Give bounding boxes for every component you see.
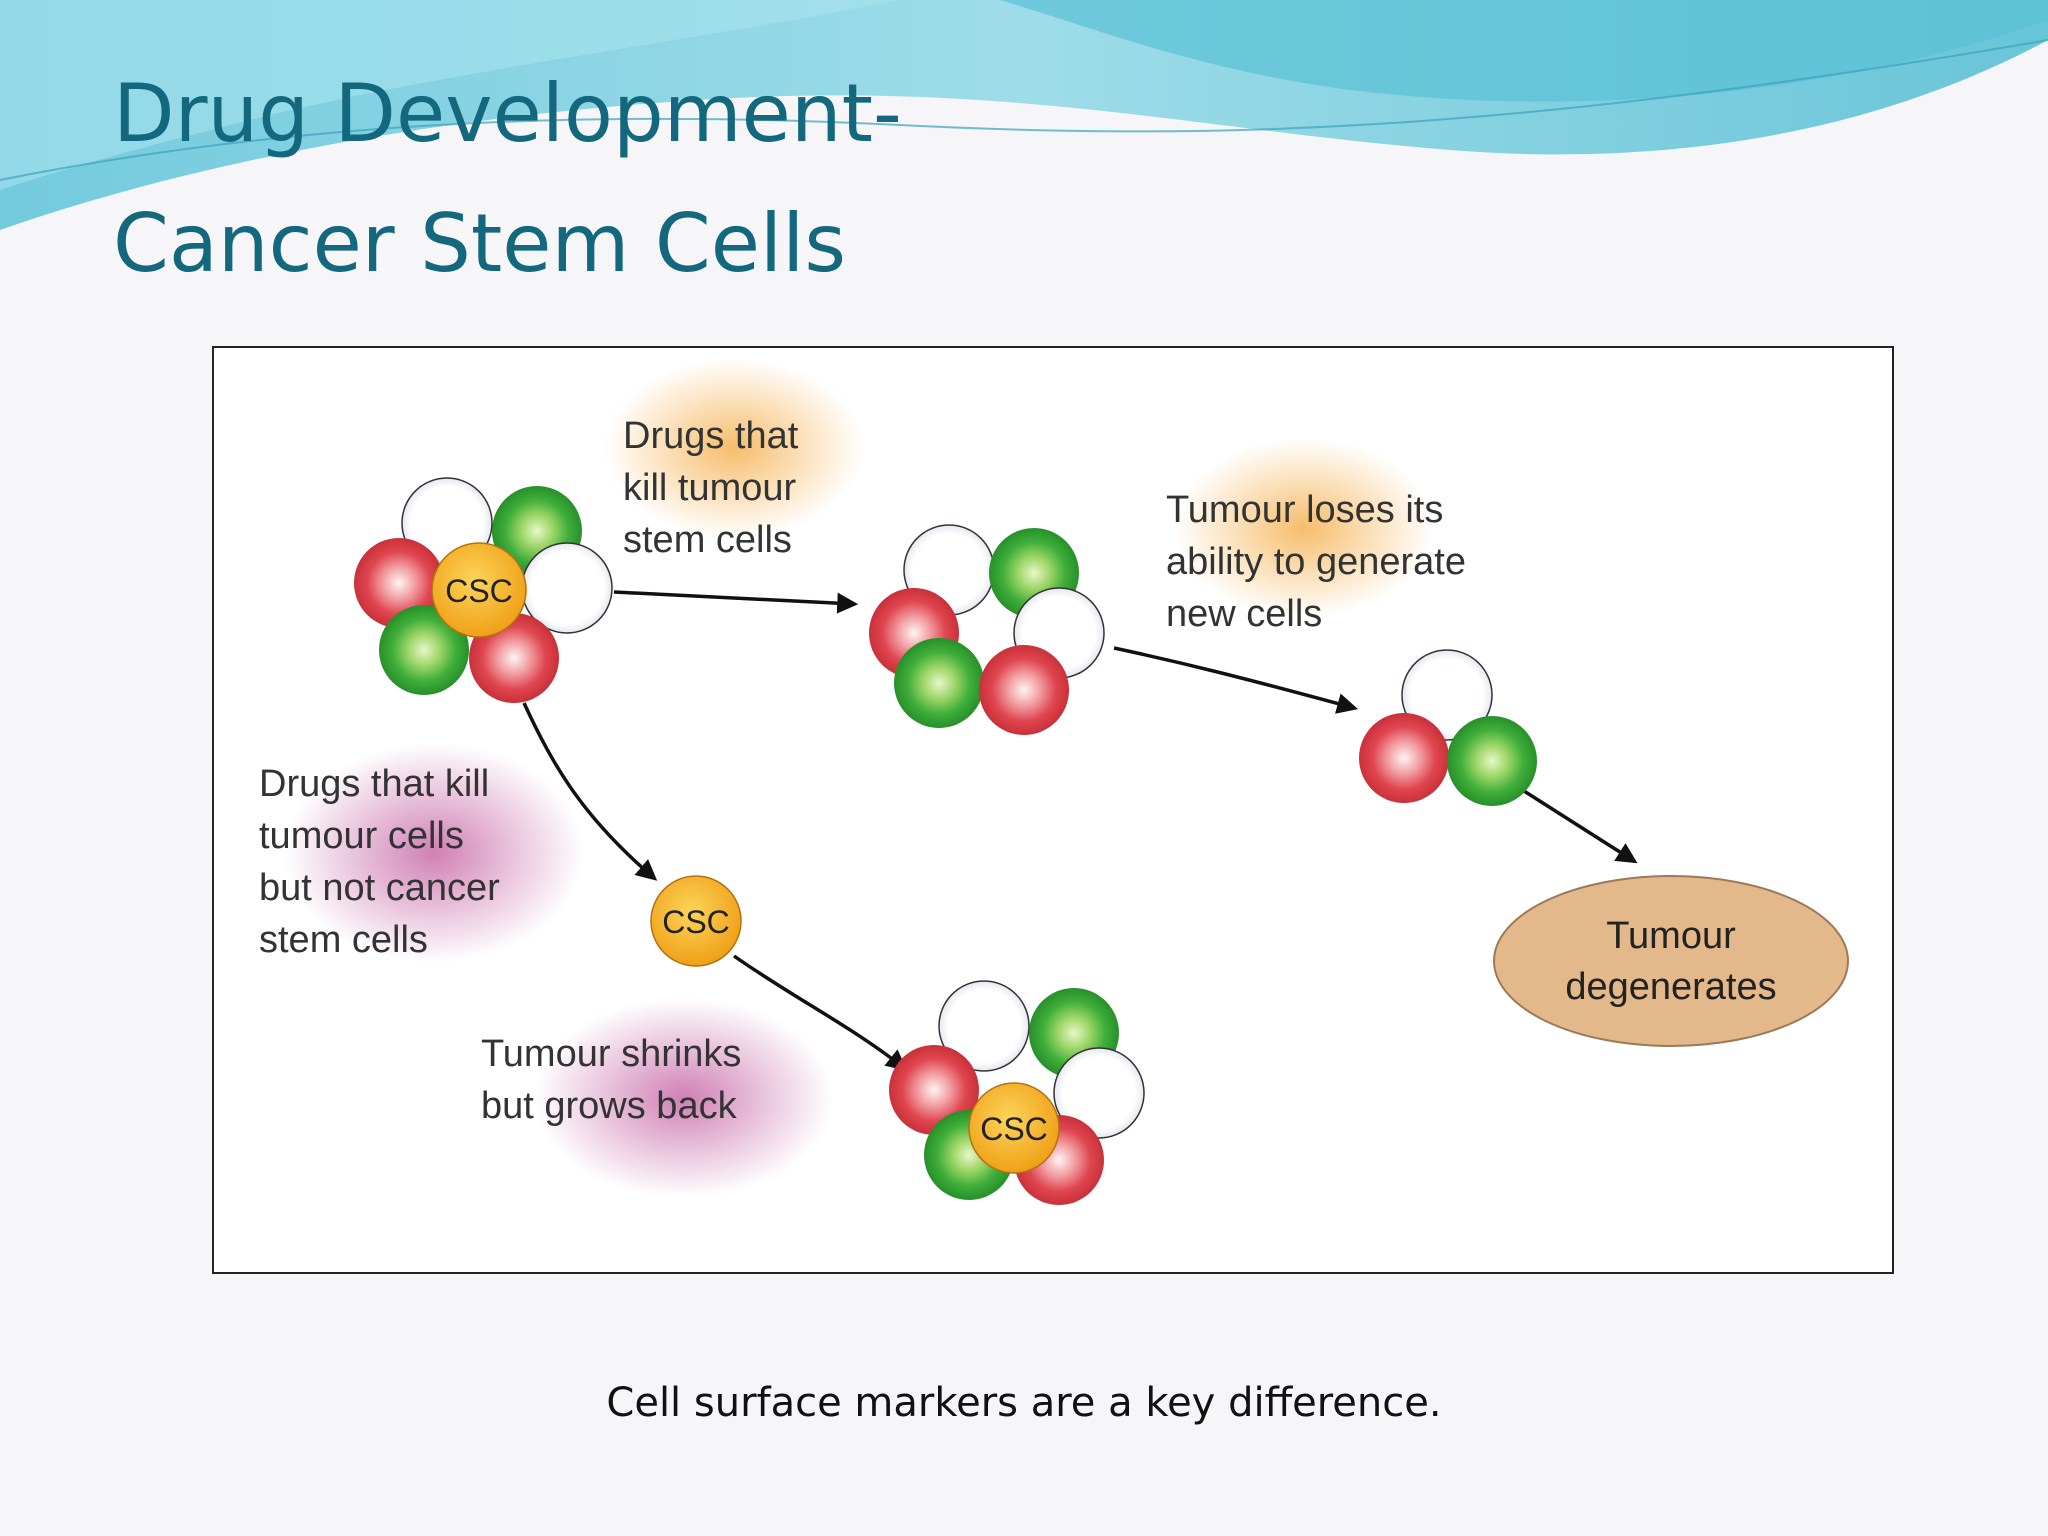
regrown-tumour-cluster: CSC [889,980,1145,1205]
slide-title-line-2: Cancer Stem Cells [113,197,847,290]
green-cell [1447,716,1537,806]
orange-glow-1 [604,358,864,538]
tumour-cluster-with-csc: CSC [354,477,613,703]
white-cell [1053,1047,1145,1139]
lone-csc: CSC [650,875,742,967]
cancer-stem-cell-diagram: CSC Tumour degenerates [212,346,1894,1274]
slide-caption: Cell surface markers are a key differenc… [606,1380,1442,1426]
red-cell [979,645,1069,735]
label-tumour-shrinks: Tumour shrinks but grows back [481,1033,742,1127]
csc-label: CSC [980,1111,1048,1147]
degenerates-line-1: Tumour [1606,915,1736,957]
csc-label: CSC [445,573,513,609]
csc-cell [650,875,742,967]
csc-cell [968,1082,1060,1174]
white-cell [938,980,1030,1072]
label-drugs-kill-stem-cells: Drugs that kill tumour stem cells [623,415,799,561]
small-tumour-cluster [1359,649,1537,806]
arrow-to-regrown-tumour [732,954,908,1071]
green-cell [379,605,469,695]
purple-glow-1 [284,743,584,963]
arrow-to-csc-only [522,702,658,881]
csc-label: CSC [662,904,730,940]
diagram-canvas: CSC Tumour degenerates [284,358,1849,1205]
purple-glow-2 [534,998,834,1198]
white-cell [1401,649,1493,741]
csc-cell [431,542,527,638]
label-drugs-kill-tumour-cells: Drugs that kill tumour cells but not can… [259,763,500,961]
tumour-cluster-without-csc [869,524,1105,735]
header-wave-decoration [0,0,2048,230]
arrow-to-cluster-without-csc [613,590,859,614]
red-cell [1359,713,1449,803]
degenerates-line-2: degenerates [1565,966,1776,1008]
arrow-to-tumour-degenerates [1523,789,1638,864]
slide-title-line-1: Drug Development- [113,67,902,160]
arrow-to-small-cluster [1113,646,1359,714]
tumour-degenerates-ellipse [1493,875,1849,1047]
label-tumour-loses-ability: Tumour loses its ability to generate new… [1166,489,1466,635]
orange-glow-2 [1174,438,1434,618]
green-cell [894,638,984,728]
